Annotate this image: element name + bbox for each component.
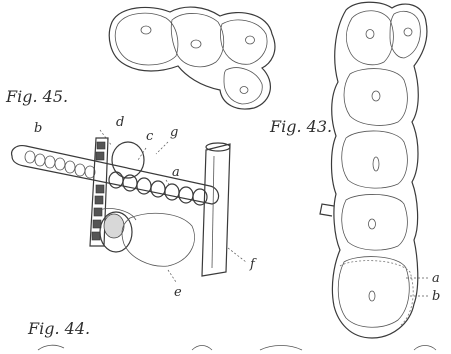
fig45-label-f: f [249, 257, 257, 272]
fig43-label-b: b [432, 289, 440, 304]
fig45-label-c: c [146, 129, 154, 144]
fig45-filament [12, 130, 246, 282]
top-cell-cluster [109, 7, 275, 109]
fig44-caption: Fig. 44. [27, 319, 90, 338]
fig45-label-d: d [116, 115, 124, 130]
fig45-caption: Fig. 45. [5, 87, 68, 106]
fig45-label-g: g [170, 125, 178, 140]
fig43-cell-chain [320, 2, 428, 338]
fig45-label-e: e [174, 285, 182, 300]
bottom-edge-fragments [38, 345, 436, 350]
fig43-label-a: a [432, 271, 440, 286]
fig45-label-a: a [172, 165, 180, 180]
fig43-caption: Fig. 43. [269, 117, 332, 136]
fig45-label-b: b [34, 121, 42, 136]
